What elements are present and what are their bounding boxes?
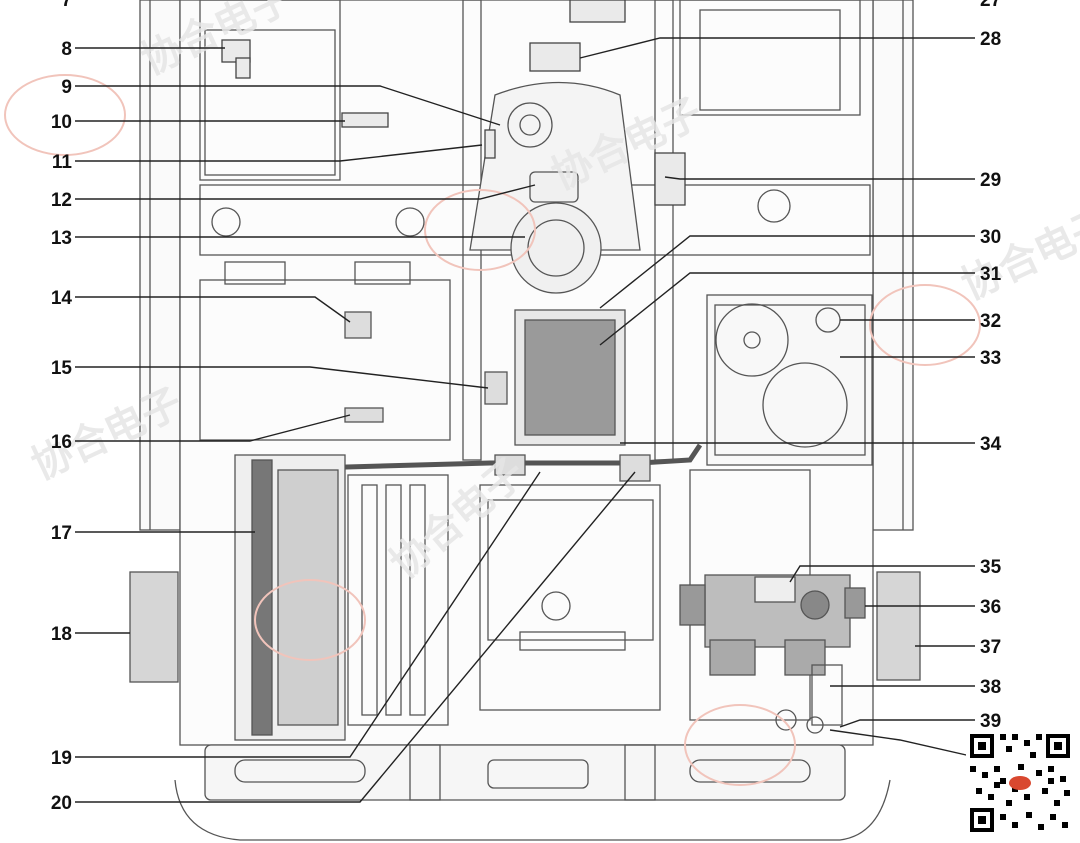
watermark-logo-icon [869, 284, 981, 366]
callout-label: 16 [51, 432, 72, 453]
callout-label: 13 [51, 228, 72, 249]
callout-label: 29 [980, 170, 1001, 191]
callout-label: 37 [980, 637, 1001, 658]
callout-labels-right: 27 28 29 30 31 32 33 34 35 36 37 38 39 [980, 0, 1002, 732]
callout-label: 15 [51, 358, 73, 379]
callout-label: 38 [980, 677, 1001, 698]
callout-labels-left: 7 8 9 10 11 12 13 14 15 16 17 18 19 20 [51, 0, 73, 814]
callout-label: 14 [51, 288, 73, 309]
watermark-logo-icon [684, 704, 796, 786]
callout-label: 27 [980, 0, 1001, 11]
callout-label: 9 [61, 77, 72, 98]
callout-label: 7 [61, 0, 72, 11]
chassis-drawing [129, 0, 921, 841]
callout-label: 33 [980, 348, 1001, 369]
callout-label: 18 [51, 624, 72, 645]
callout-label: 36 [980, 597, 1001, 618]
callout-label: 10 [51, 112, 72, 133]
callout-label: 12 [51, 190, 72, 211]
callout-label: 11 [52, 152, 73, 173]
callout-label: 20 [51, 793, 72, 814]
callout-label: 8 [61, 39, 72, 60]
callout-label: 39 [980, 711, 1001, 732]
qr-logo-icon [1009, 776, 1031, 790]
watermark-logo-icon [254, 579, 366, 661]
leader-lines [75, 37, 976, 803]
watermark-logo-icon [4, 74, 126, 156]
callout-label: 35 [980, 557, 1002, 578]
callout-label: 19 [51, 748, 72, 769]
qr-code-icon [966, 730, 1074, 836]
callout-label: 28 [980, 29, 1001, 50]
watermark-text: 协合电子 [955, 200, 1080, 309]
callout-label: 31 [980, 264, 1002, 285]
callout-label: 30 [980, 227, 1001, 248]
watermark-logo-icon [424, 189, 536, 271]
callout-label: 17 [51, 523, 72, 544]
callout-label: 34 [980, 434, 1002, 455]
callout-label: 32 [980, 311, 1001, 332]
